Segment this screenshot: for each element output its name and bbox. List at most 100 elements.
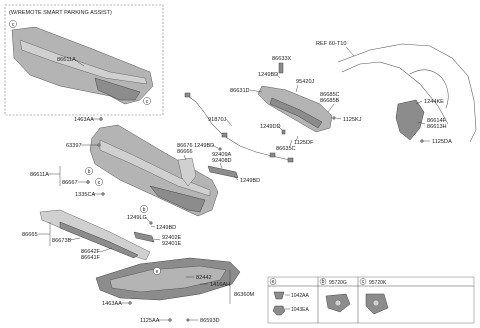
callout-c-right-text: c xyxy=(146,99,149,105)
smart-assist-title: (W/REMOTE SMART PARKING ASSIST) xyxy=(9,10,112,16)
legend-clip-1042AA-icon xyxy=(273,291,285,300)
legend-95720K: 95720K xyxy=(369,280,387,286)
legend-tag-b xyxy=(319,278,327,285)
label-86635C: 86635C xyxy=(276,146,296,152)
smart-assist-box xyxy=(4,4,164,116)
connector-harness-2-icon xyxy=(221,132,228,138)
clip-1463AA-top-icon xyxy=(99,117,103,121)
label-86685B: 86685B xyxy=(320,98,340,104)
bolt-1125KJ-icon xyxy=(332,116,336,120)
callout-b-2 xyxy=(140,205,148,213)
legend-sensor-95720K-face-icon xyxy=(372,299,380,307)
label-1463AA-top: 1463AA xyxy=(74,117,94,123)
callout-b-1 xyxy=(85,167,93,175)
label-1125DF: 1125DF xyxy=(294,140,314,146)
undercover-highlight xyxy=(109,265,227,293)
label-1249BD-b: 1249BD xyxy=(240,178,260,184)
label-92402E: 92402E xyxy=(162,235,182,241)
callout-c-top-right xyxy=(143,97,151,105)
connector-harness-4-icon xyxy=(287,157,294,163)
bolt-1249BD-a-icon xyxy=(218,147,222,151)
clip-86667-icon xyxy=(86,180,90,184)
label-82442: 82442 xyxy=(196,275,212,281)
connector-harness-1-icon xyxy=(184,92,191,98)
label-91870J: 91870J xyxy=(208,117,227,123)
label-86631D: 86631D xyxy=(230,88,250,94)
lower-garnish-inner xyxy=(59,221,139,259)
legend-tag-c-text: c xyxy=(362,279,365,285)
label-1249LG: 1249LG xyxy=(127,215,147,221)
callout-b-1-text: b xyxy=(88,169,91,175)
wheel-arch-outline xyxy=(409,69,449,109)
legend-1042AA: 1042AA xyxy=(291,293,309,299)
callout-c-2 xyxy=(95,178,103,186)
rear-bumper-main-shade xyxy=(149,185,206,213)
reflector-92402E xyxy=(133,231,155,243)
ref-label: REF 60-T10 xyxy=(316,41,346,47)
label-1249DD: 1249DD xyxy=(260,124,281,130)
callout-c-2-text: c xyxy=(98,180,101,186)
reflector-92409A xyxy=(207,165,239,179)
label-86641F: 86641F xyxy=(81,255,101,261)
label-86667: 86667 xyxy=(62,180,78,186)
legend-sensor-95720G-face-icon xyxy=(334,299,342,307)
clip-1463AA-bot-icon xyxy=(128,301,132,305)
callout-b-2-text: b xyxy=(143,207,146,213)
label-63397: 63397 xyxy=(66,143,82,149)
callout-e xyxy=(153,267,161,275)
label-92409A: 92409A xyxy=(212,152,232,158)
label-1249BD-a: 1249BD xyxy=(194,143,214,149)
label-92401E: 92401E xyxy=(162,241,182,247)
label-86360M: 86360M xyxy=(234,292,255,298)
rear-bumper-top-highlight xyxy=(19,39,148,85)
legend-tag-c xyxy=(359,278,367,285)
body-reference-outline xyxy=(337,43,477,143)
clip-86593D-icon xyxy=(186,318,190,322)
label-1249BD-c: 1249BD xyxy=(156,225,176,231)
label-1463AA-bot: 1463AA xyxy=(102,301,122,307)
side-bracket-86614F xyxy=(395,99,425,141)
lower-garnish xyxy=(39,209,151,261)
bolt-1125DA-icon xyxy=(420,139,424,143)
label-86614F: 86614F xyxy=(427,118,447,124)
label-86685C: 86685C xyxy=(320,92,340,98)
bracket-86676 xyxy=(177,157,197,187)
label-86611A-top: 86611A xyxy=(57,57,76,63)
label-1125DA: 1125DA xyxy=(432,139,452,145)
bracket-86633X xyxy=(278,62,284,74)
label-86665: 86665 xyxy=(22,232,38,238)
nut-1335CA-icon xyxy=(101,192,105,196)
rear-beam-shade xyxy=(269,97,323,129)
callout-c-top xyxy=(9,20,17,28)
rear-bumper-main-highlight xyxy=(99,139,211,197)
legend-95720G: 95720G xyxy=(329,280,347,286)
rear-bumper-top-shade xyxy=(94,77,141,101)
label-1249BD-d: 1249BD xyxy=(258,72,278,78)
bolt-1249LG-icon xyxy=(149,221,153,225)
legend-tag-e xyxy=(269,278,277,285)
clip-1249DD-icon xyxy=(281,129,286,135)
legend-nut-1043EA-icon xyxy=(272,305,286,316)
label-1244KE: 1244KE xyxy=(424,99,444,105)
label-1416AH: 1416AH xyxy=(210,282,230,288)
legend-1043EA: 1043EA xyxy=(291,307,309,313)
label-86676: 86676 xyxy=(177,143,193,149)
callout-e-text: e xyxy=(156,269,159,275)
bolt-1125AA-icon xyxy=(168,318,172,322)
body-reference-inner xyxy=(341,61,449,125)
label-92408D: 92408D xyxy=(212,158,232,164)
screw-63397-icon xyxy=(97,143,101,147)
label-86633X: 86633X xyxy=(272,56,292,62)
label-1125KJ: 1125KJ xyxy=(343,117,362,123)
legend-table: e 1042AA 1043EA b 95720G c 95720K xyxy=(267,276,475,324)
connector-harness-3-icon xyxy=(269,152,276,158)
label-86593D: 86593D xyxy=(200,318,220,324)
callout-c-top-text: c xyxy=(12,22,15,28)
label-86613H: 86613H xyxy=(427,124,447,130)
label-86666: 86666 xyxy=(177,149,193,155)
label-95420J: 95420J xyxy=(296,79,315,85)
label-1125AA: 1125AA xyxy=(140,318,160,324)
label-1335CA: 1335CA xyxy=(75,192,95,198)
label-86642F: 86642F xyxy=(81,249,101,255)
